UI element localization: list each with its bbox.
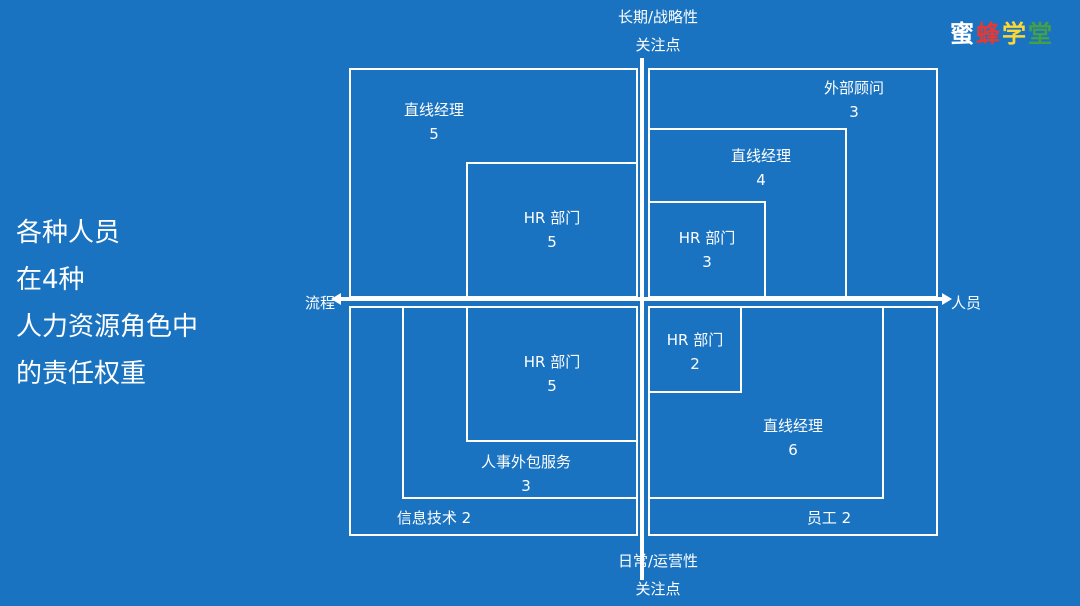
role-weight: 4 [756, 171, 766, 189]
role-weight: 6 [788, 441, 798, 459]
role-weight: 2 [690, 355, 700, 373]
role-name: 直线经理 [403, 101, 464, 119]
role-name: HR 部门 [666, 331, 724, 349]
axis-bottom-line1: 日常/运营性 [617, 552, 699, 570]
tl-line-manager-label: 直线经理 5 [384, 98, 484, 146]
br-hr-label: HR 部门 2 [649, 328, 741, 376]
tr-hr-box [648, 201, 766, 298]
axis-top-line2: 关注点 [635, 36, 681, 54]
side-title-line: 各种人员 [16, 218, 121, 248]
axis-arrow-left [331, 293, 341, 305]
logo-char: 蜂 [976, 19, 1002, 48]
br-employee-label: 员工 2 [806, 509, 852, 527]
role-name: 外部顾问 [823, 79, 884, 97]
role-weight: 3 [849, 103, 859, 121]
brand-logo: 蜜蜂学堂 [950, 14, 1054, 49]
tr-hr-label: HR 部门 3 [655, 226, 759, 274]
side-title-line: 的责任权重 [16, 359, 147, 389]
role-name: 直线经理 [762, 417, 823, 435]
side-title-line: 人力资源角色中 [16, 312, 199, 342]
tl-hr-label: HR 部门 5 [500, 206, 604, 254]
axis-label-left: 流程 [304, 294, 335, 312]
logo-char: 学 [1002, 19, 1028, 48]
logo-char: 堂 [1028, 19, 1054, 48]
br-hr-box [648, 306, 742, 393]
role-weight: 3 [521, 477, 531, 495]
tr-line-manager-label: 直线经理 4 [711, 144, 811, 192]
role-name: HR 部门 [523, 209, 581, 227]
role-weight: 5 [547, 233, 557, 251]
axis-bottom-line2: 关注点 [635, 580, 681, 598]
axis-label-top: 长期/战略性 关注点 [592, 6, 724, 56]
bl-hr-box [466, 306, 638, 442]
bl-hr-label: HR 部门 5 [500, 350, 604, 398]
axis-label-right: 人员 [950, 294, 981, 312]
tl-hr-box [466, 162, 638, 298]
role-weight: 5 [547, 377, 557, 395]
role-name: 直线经理 [730, 147, 791, 165]
role-name: 人事外包服务 [480, 453, 571, 471]
axis-label-bottom: 日常/运营性 关注点 [592, 550, 724, 600]
side-title-line: 在4种 [16, 265, 85, 295]
br-line-manager-label: 直线经理 6 [743, 414, 843, 462]
bl-it-label: 信息技术 2 [396, 509, 472, 527]
axis-top-line1: 长期/战略性 [617, 8, 699, 26]
role-name: HR 部门 [523, 353, 581, 371]
role-name: HR 部门 [678, 229, 736, 247]
br-line-manager-box [648, 306, 884, 499]
axis-arrow-right [942, 293, 952, 305]
bl-outsourcing-label: 人事外包服务 3 [466, 450, 586, 498]
role-weight: 5 [429, 125, 439, 143]
side-title: 各种人员 在4种 人力资源角色中 的责任权重 [16, 210, 198, 398]
role-weight: 3 [702, 253, 712, 271]
vertical-axis [640, 58, 644, 580]
tr-consultant-label: 外部顾问 3 [804, 76, 904, 124]
logo-char: 蜜 [950, 19, 976, 48]
